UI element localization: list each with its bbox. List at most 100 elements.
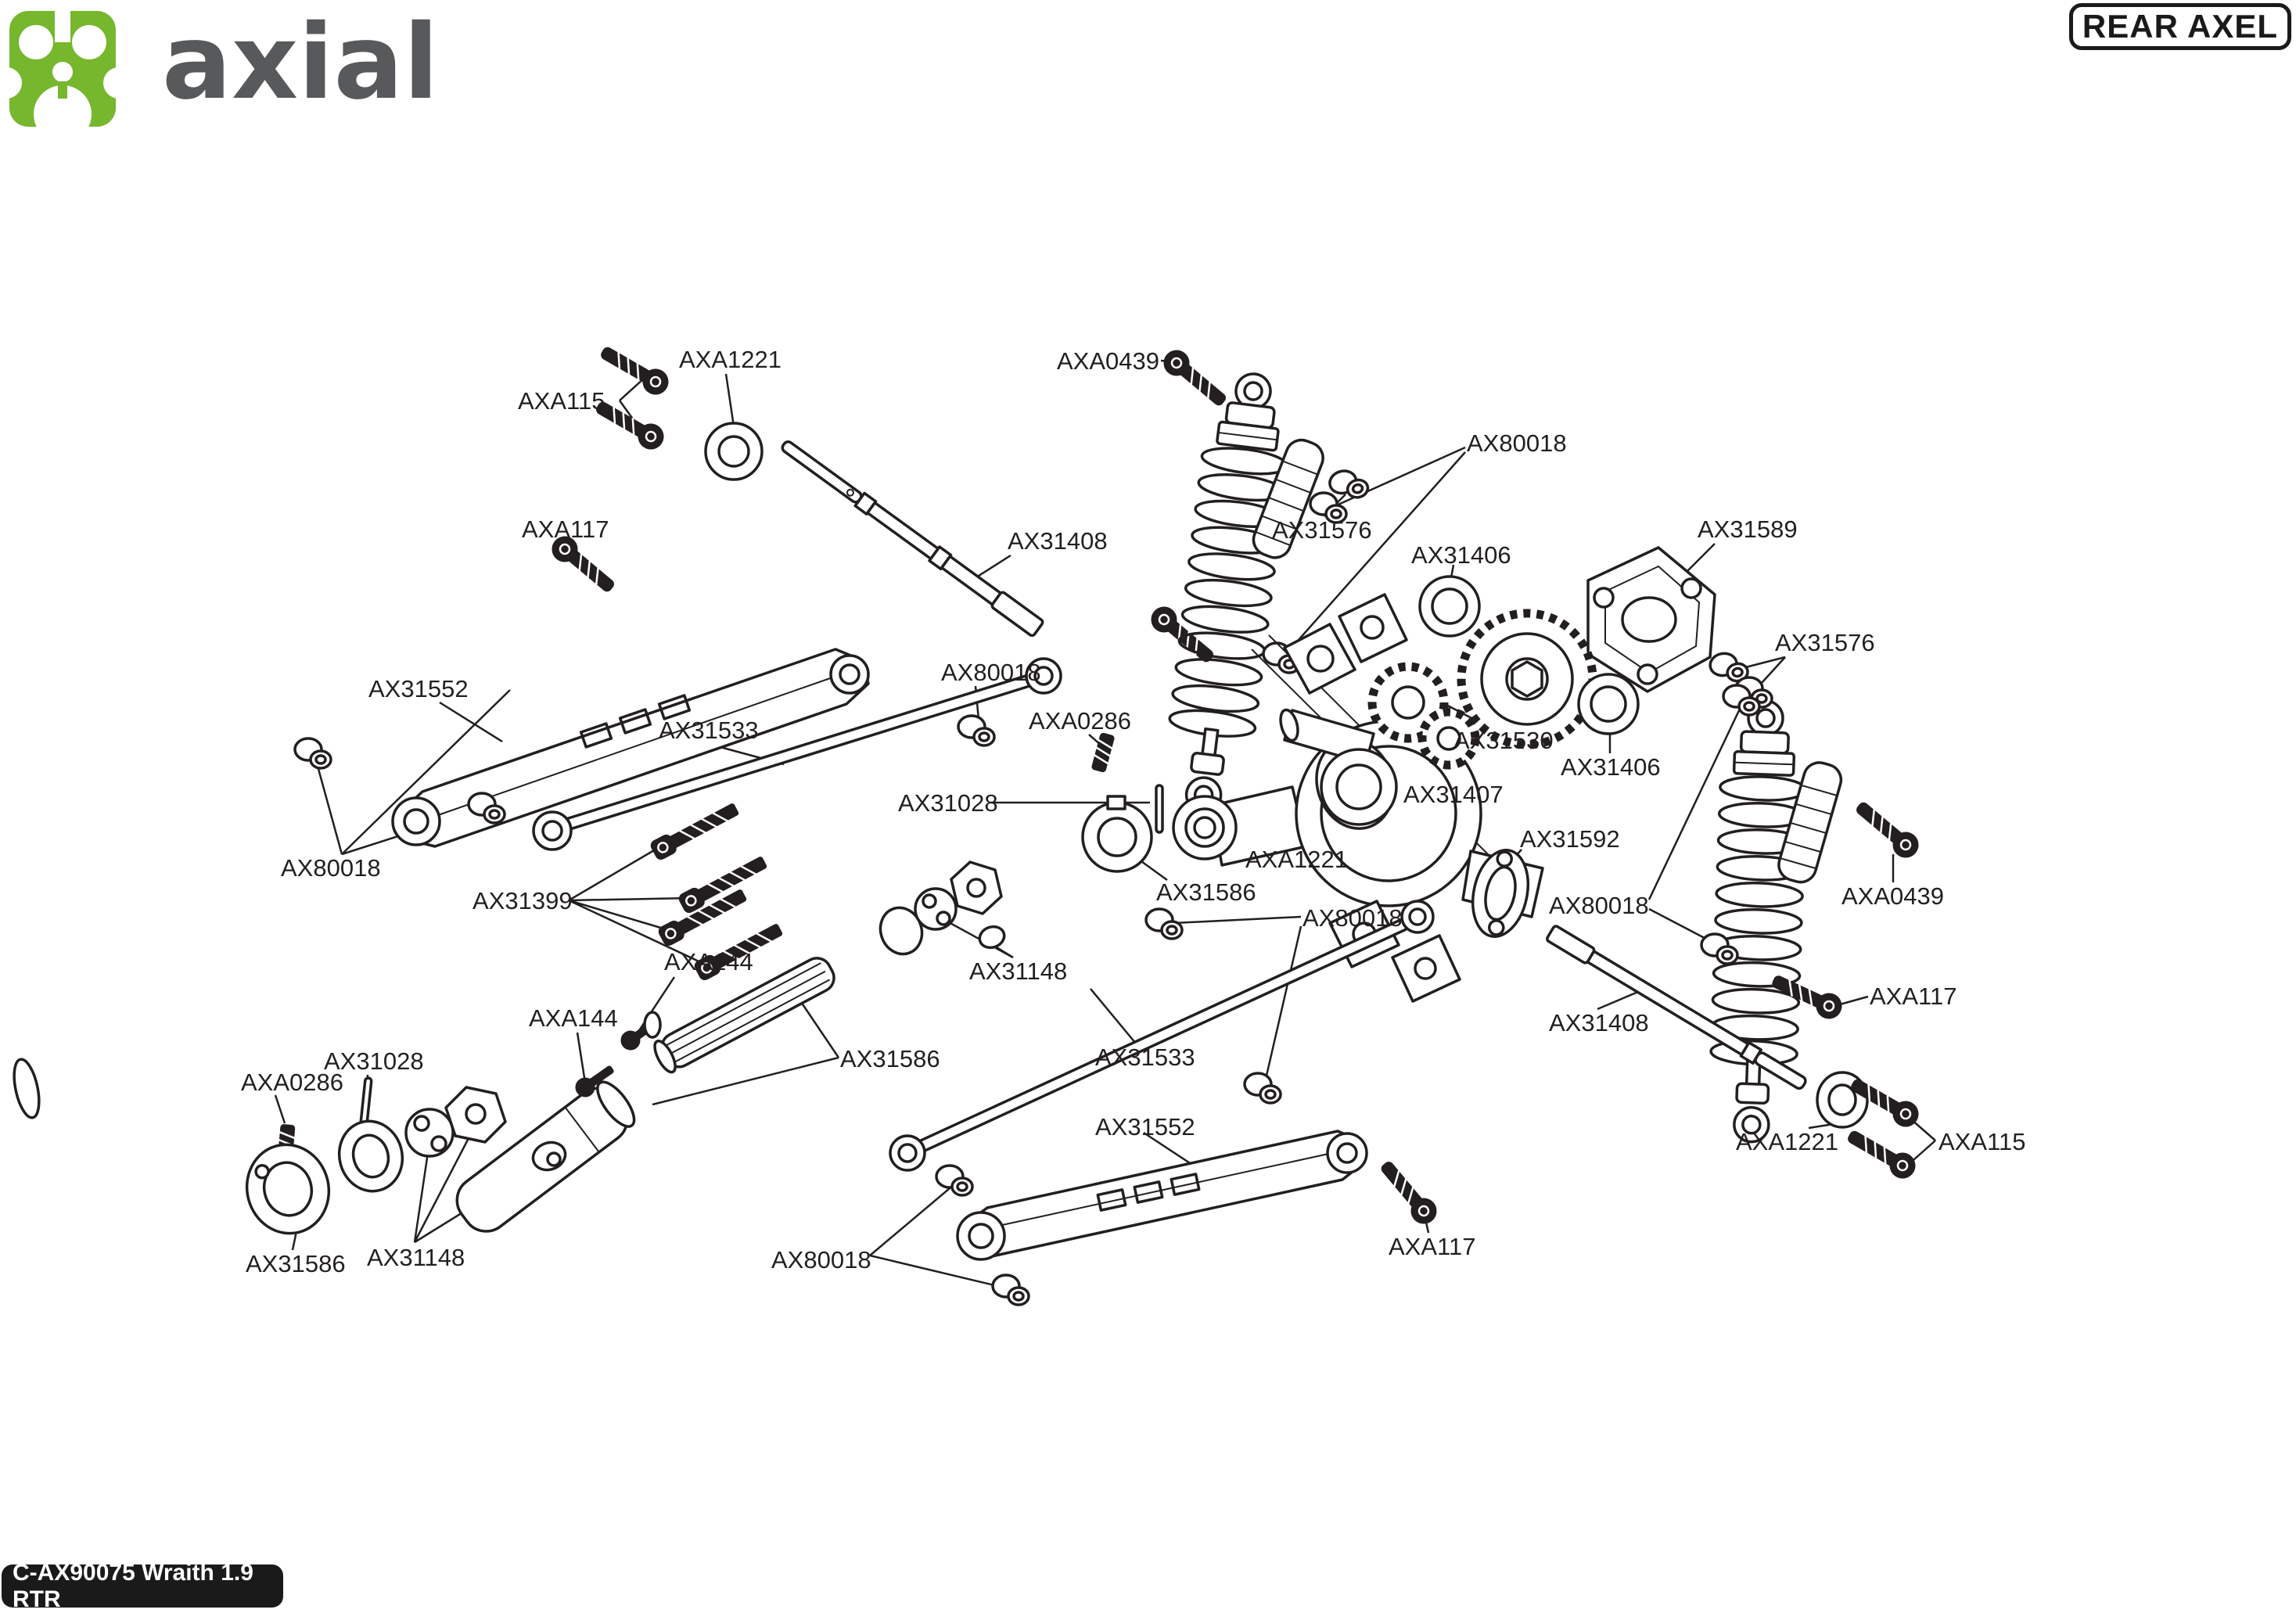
screw-axa0439-right — [1849, 795, 1924, 864]
leader-line — [568, 899, 708, 967]
kit-id-badge: C-AX90075 Wraith 1.9 RTR — [2, 1560, 283, 1612]
part-label-axa0286-37: AXA0286 — [241, 1069, 343, 1096]
part-label-ax80018-40: AX80018 — [771, 1246, 871, 1274]
part-label-axa144-35: AXA144 — [529, 1004, 618, 1032]
part-label-ax31552-34: AX31552 — [1095, 1113, 1195, 1141]
part-label-ax31148-39: AX31148 — [367, 1244, 465, 1271]
part-label-ax31586-38: AX31586 — [246, 1250, 346, 1277]
leader-line — [1647, 705, 1743, 900]
part-label-axa1221-0: AXA1221 — [679, 346, 782, 373]
link-bushing — [1144, 907, 1184, 940]
part-label-ax80018-14: AX80018 — [941, 659, 1041, 686]
leader-line — [619, 377, 645, 401]
kit-id-badge-label: C-AX90075 Wraith 1.9 RTR — [13, 1559, 253, 1612]
part-label-ax31148-19: AX31148 — [969, 957, 1068, 985]
part-label-ax31408-7: AX31408 — [1008, 527, 1108, 555]
leader-line — [568, 896, 692, 902]
leader-line — [314, 760, 343, 855]
link-arm-upper-left — [391, 648, 870, 848]
leader-line — [652, 1056, 839, 1106]
part-label-ax80018-11: AX80018 — [281, 854, 381, 882]
link-arm-lower — [956, 1130, 1368, 1261]
part-label-axa0439-2: AXA0439 — [1057, 347, 1159, 375]
rear-axel-badge: REAR AXEL — [2069, 3, 2291, 50]
pin-ax31028-mid — [1155, 784, 1164, 834]
link-bushing — [957, 714, 996, 747]
leader-line — [724, 373, 735, 427]
splined-shaft-ax31586 — [653, 957, 835, 1074]
coupler-cluster-bottom-left — [245, 1086, 567, 1235]
leader-line — [576, 1032, 587, 1083]
axle-shaft-top — [781, 440, 1044, 638]
shock-absorber-left — [1157, 367, 1337, 824]
part-label-axa144-13: AXA144 — [664, 948, 753, 975]
axial-emblem-icon — [9, 6, 119, 128]
axle-tube-flange-ax31592 — [1471, 849, 1529, 938]
part-label-axa0286-15: AXA0286 — [1029, 707, 1131, 735]
leader-line — [1285, 451, 1466, 655]
part-label-axa1221-17: AXA1221 — [1245, 846, 1348, 873]
link-bushing — [1243, 1072, 1282, 1105]
washer — [643, 1011, 662, 1039]
part-label-ax31552-9: AX31552 — [368, 675, 469, 702]
bearing-ax31407 — [1320, 748, 1398, 826]
flanged-bearing-axa1221-mid — [1172, 795, 1238, 860]
part-label-ax31586-18: AX31586 — [1156, 878, 1256, 906]
part-label-ax31406-5: AX31406 — [1411, 541, 1511, 569]
screw-ax31399-1 — [648, 798, 742, 863]
part-label-ax31530-20: AX31530 — [1453, 727, 1554, 754]
leader-line — [439, 701, 503, 743]
leader-line — [1090, 988, 1137, 1044]
leader-line — [274, 1094, 286, 1124]
leader-line — [568, 843, 664, 902]
part-label-ax31589-6: AX31589 — [1698, 516, 1798, 543]
part-label-ax31533-10: AX31533 — [659, 717, 759, 744]
leader-line — [795, 994, 840, 1058]
flanged-ring-axa1221-top — [704, 422, 764, 481]
part-label-axa115-30: AXA115 — [1938, 1128, 2026, 1155]
part-label-ax80018-24: AX80018 — [1549, 892, 1649, 919]
bearing-ax31406-left — [1418, 575, 1481, 638]
part-label-ax31576-4: AX31576 — [1272, 516, 1372, 544]
screw-axa0439-top — [1158, 344, 1233, 413]
part-label-ax31028-16: AX31028 — [898, 789, 998, 817]
uj-ball — [404, 1108, 455, 1158]
part-label-axa115-1: AXA115 — [518, 387, 605, 415]
leader-line — [1263, 925, 1303, 1087]
part-label-ax31408-28: AX31408 — [1549, 1009, 1649, 1036]
pin-ax31028-lower — [359, 1076, 373, 1127]
leader-line — [1173, 915, 1302, 925]
screw-axa115-1 — [595, 339, 674, 401]
part-label-ax80018-31: AX80018 — [1303, 904, 1403, 932]
screw-axa117-right — [1767, 968, 1847, 1024]
leader-line — [869, 1254, 1011, 1291]
part-label-ax31576-25: AX31576 — [1775, 629, 1875, 656]
diff-cover-ax31589 — [1586, 546, 1716, 693]
leader-line — [1839, 995, 1869, 1006]
screw-axa115-right-2 — [1842, 1123, 1921, 1184]
flanged-ring-axa1221-right — [1816, 1071, 1869, 1129]
part-label-ax31592-23: AX31592 — [1520, 825, 1620, 853]
part-label-ax31399-12: AX31399 — [472, 887, 573, 914]
link-bushing — [991, 1274, 1030, 1306]
part-label-ax31028-36: AX31028 — [324, 1047, 424, 1075]
part-label-ax31533-32: AX31533 — [1095, 1044, 1195, 1071]
leader-line — [341, 689, 511, 855]
leader-line — [568, 899, 672, 932]
part-label-ax80018-3: AX80018 — [1467, 429, 1567, 457]
link-bushing — [935, 1164, 974, 1197]
leader-line — [413, 1141, 431, 1243]
rear-axel-badge-label: REAR AXEL — [2082, 8, 2279, 45]
driveshaft-cup-ax31586-mid — [1081, 795, 1153, 873]
u-joint-mid-ax31148 — [879, 860, 1006, 956]
tie-rod-upper — [532, 657, 1062, 851]
axial-wordmark: axial — [162, 2, 439, 123]
part-label-ax31406-22: AX31406 — [1561, 753, 1661, 781]
screw-axa117-bottom — [1374, 1155, 1443, 1230]
part-label-axa0439-26: AXA0439 — [1841, 882, 1944, 910]
tie-rod-lower — [889, 900, 1435, 1172]
part-label-axa117-41: AXA117 — [1389, 1233, 1476, 1260]
link-bushing — [293, 737, 332, 770]
